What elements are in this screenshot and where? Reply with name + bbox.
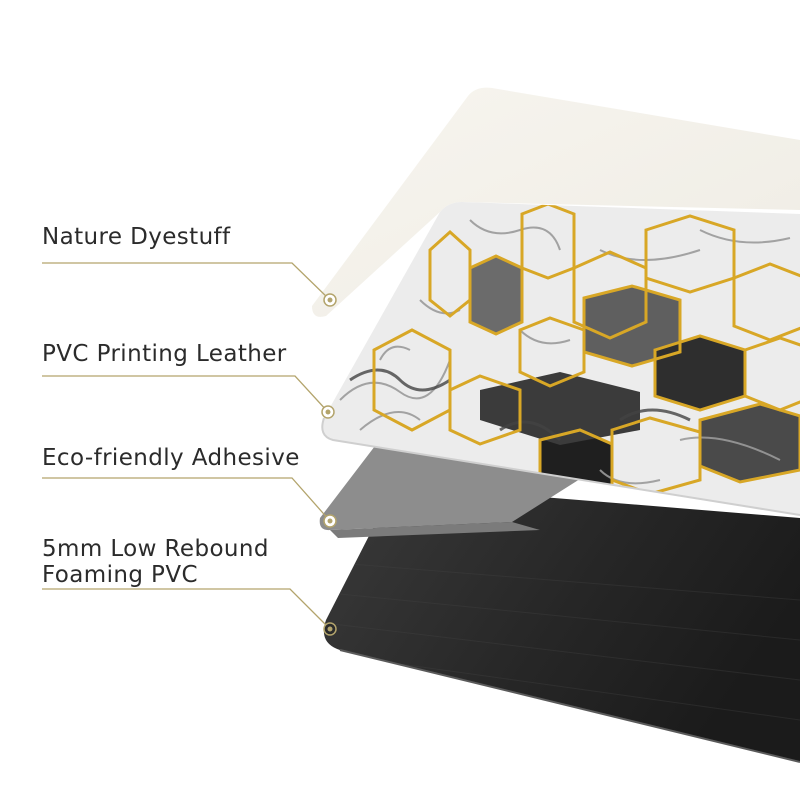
marble-cell-dark bbox=[584, 286, 680, 366]
foam-layer bbox=[323, 485, 800, 763]
label-text: Eco-friendly Adhesive bbox=[42, 445, 300, 471]
leader-dot-eco-center bbox=[327, 518, 333, 524]
printing-leather-base bbox=[322, 202, 800, 515]
marble-cell-dark bbox=[470, 256, 522, 334]
leader-line-foam bbox=[42, 588, 331, 630]
leader-lines bbox=[42, 262, 331, 630]
leader-dot-pvc-center bbox=[325, 409, 331, 415]
leader-line-eco bbox=[42, 477, 331, 522]
printing-leather-edge bbox=[321, 417, 800, 516]
leader-dot-nature-center bbox=[327, 297, 333, 303]
label-text: Nature Dyestuff bbox=[42, 224, 231, 250]
leader-line-pvc bbox=[42, 375, 329, 413]
leader-dots bbox=[321, 293, 337, 636]
foam-layer-texture bbox=[323, 559, 800, 721]
label-pvc-printing-leather: PVC Printing Leather bbox=[42, 341, 287, 367]
dyestuff-layer-shape bbox=[312, 87, 800, 317]
label-text-line-2: Foaming PVC bbox=[42, 562, 198, 588]
label-eco-friendly-adhesive: Eco-friendly Adhesive bbox=[42, 445, 300, 471]
gold-hexagon-grid bbox=[372, 202, 800, 512]
label-foaming-pvc: 5mm Low Rebound Foaming PVC bbox=[42, 536, 269, 588]
foam-layer-edge bbox=[339, 649, 800, 763]
adhesive-layer-shade bbox=[330, 522, 540, 538]
marble-cell-dark bbox=[700, 404, 800, 482]
marble-cell-dark bbox=[655, 336, 745, 410]
dyestuff-layer bbox=[312, 87, 800, 317]
label-text-line-1: 5mm Low Rebound bbox=[42, 536, 269, 562]
label-nature-dyestuff: Nature Dyestuff bbox=[42, 224, 231, 250]
label-text: PVC Printing Leather bbox=[42, 341, 287, 367]
leader-dot-foam-center bbox=[327, 626, 333, 632]
leader-line-nature bbox=[42, 262, 331, 301]
foam-layer-shape bbox=[323, 485, 800, 762]
